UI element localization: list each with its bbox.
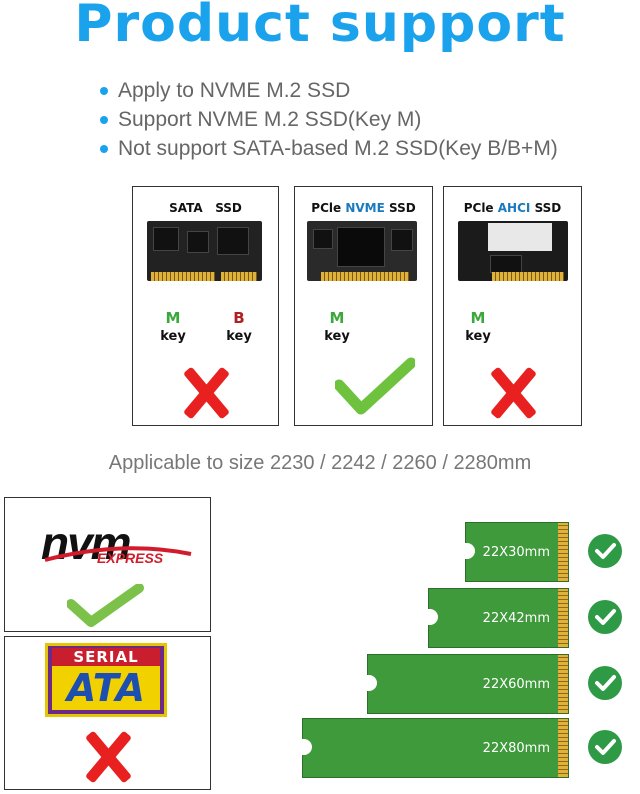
- page-title: Product support: [74, 0, 566, 54]
- feature-list: Apply to NVME M.2 SSD Support NVME M.2 S…: [98, 76, 558, 163]
- m2-2280-stick: 22X80mm: [302, 718, 569, 778]
- card-title: PCle AHCI SSD: [463, 201, 562, 215]
- unsupported-x-icon: [181, 367, 231, 417]
- serial-ata-box: SERIAL ATA: [4, 636, 211, 790]
- unsupported-x-icon: [83, 731, 133, 781]
- m2-2260-stick: 22X60mm: [367, 654, 569, 714]
- serial-ata-logo: SERIAL ATA: [45, 643, 167, 717]
- m2-2230-stick: 22X30mm: [465, 522, 569, 582]
- check-circle-icon: [588, 730, 622, 764]
- feature-item: Not support SATA-based M.2 SSD(Key B/B+M…: [98, 134, 558, 163]
- check-circle-icon: [588, 600, 622, 634]
- check-circle-icon: [588, 666, 622, 700]
- card-title: SATA SSD: [169, 201, 242, 215]
- check-circle-icon: [588, 534, 622, 568]
- unsupported-x-icon: [488, 367, 538, 417]
- applicable-sizes-text: Applicable to size 2230 / 2242 / 2260 / …: [108, 452, 532, 474]
- nvm-express-box: nvm EXPRESS: [4, 497, 211, 632]
- ahci-ssd-image: [458, 221, 568, 281]
- card-title: PCle NVME SSD: [311, 201, 416, 215]
- feature-item: Apply to NVME M.2 SSD: [98, 76, 558, 105]
- sata-ssd-image: [147, 221, 262, 281]
- feature-item: Support NVME M.2 SSD(Key M): [98, 105, 558, 134]
- nvme-ssd-image: [307, 221, 417, 281]
- supported-check-icon: [335, 357, 415, 415]
- m2-2242-stick: 22X42mm: [428, 588, 569, 648]
- supported-check-icon: [67, 584, 144, 627]
- nvm-express-logo: nvm: [41, 517, 132, 569]
